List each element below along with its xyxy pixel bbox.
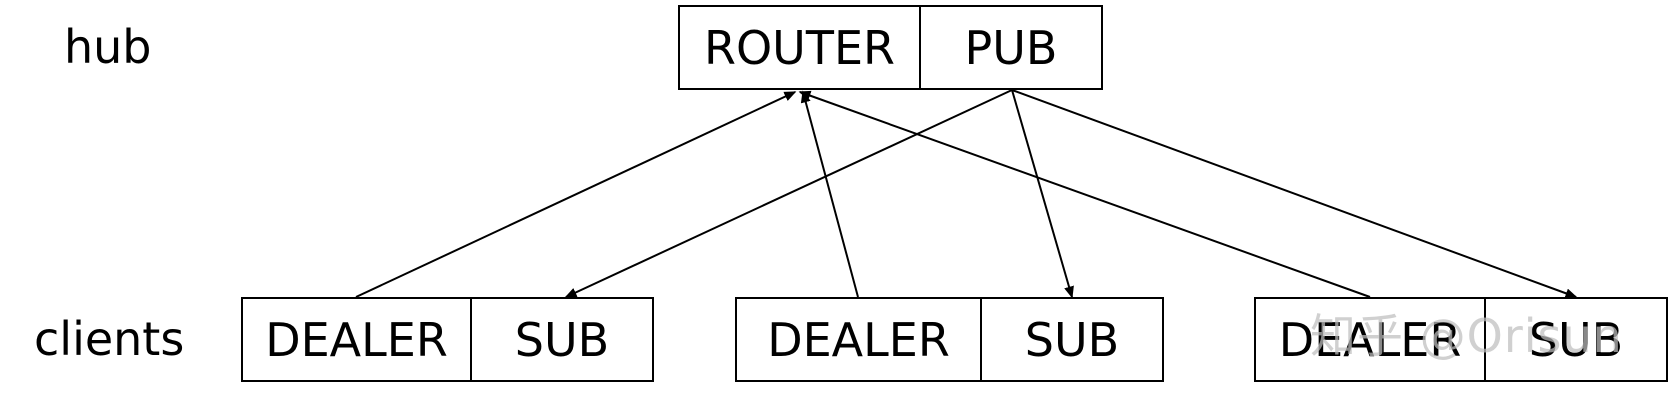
pub-to-client-1-sub-arrow [564,89,1013,298]
pub-to-client-3-sub-arrow [1011,89,1578,299]
client-1-sub-box: SUB [470,297,654,382]
pub-to-client-2-sub-arrow [1011,89,1074,299]
client-2-dealer-to-router-arrow [800,90,859,298]
client-2-dealer-box: DEALER [735,297,982,382]
hub-label: hub [64,20,152,74]
client-2-sub-box: SUB [980,297,1164,382]
hub-router-box: ROUTER [678,5,921,90]
client-1-dealer-box: DEALER [241,297,472,382]
hub-pub-box: PUB [919,5,1103,90]
clients-label: clients [34,312,185,366]
client-1-dealer-to-router-arrow [355,91,797,298]
client-3-dealer-to-router-arrow [798,90,1371,298]
